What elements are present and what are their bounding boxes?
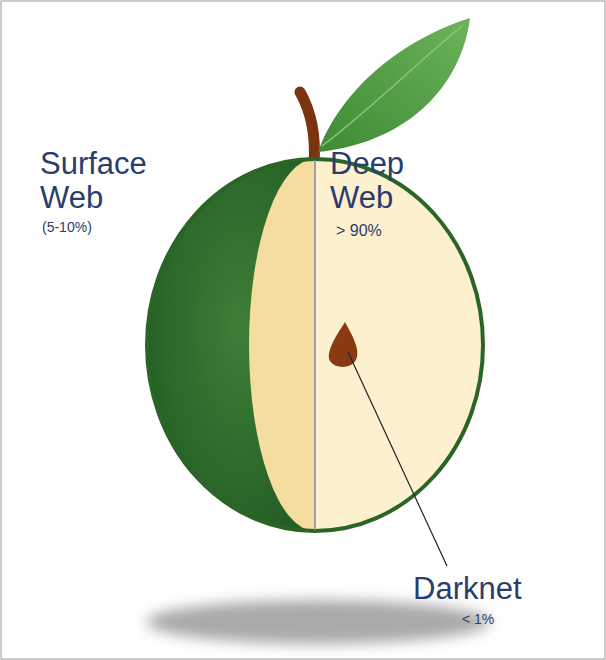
region-name: Darknet: [413, 572, 593, 606]
share-value: < 1%: [462, 612, 562, 627]
leaf-vein: [322, 26, 462, 146]
region-name: Surface Web: [40, 147, 175, 215]
apple-seed: [329, 322, 358, 367]
apple-leaf: [318, 18, 470, 152]
share-value: > 90%: [336, 222, 436, 240]
cut-line: [314, 160, 316, 530]
region-name: Deep Web: [330, 147, 455, 215]
apple-flesh-edge: [249, 159, 315, 531]
apple-stem: [300, 92, 314, 164]
apple-skin-half: [147, 159, 315, 531]
leader-line: [348, 352, 447, 566]
apple-outline: [147, 159, 483, 531]
share-value: (5-10%): [42, 220, 162, 235]
apple-shadow: [146, 600, 490, 644]
